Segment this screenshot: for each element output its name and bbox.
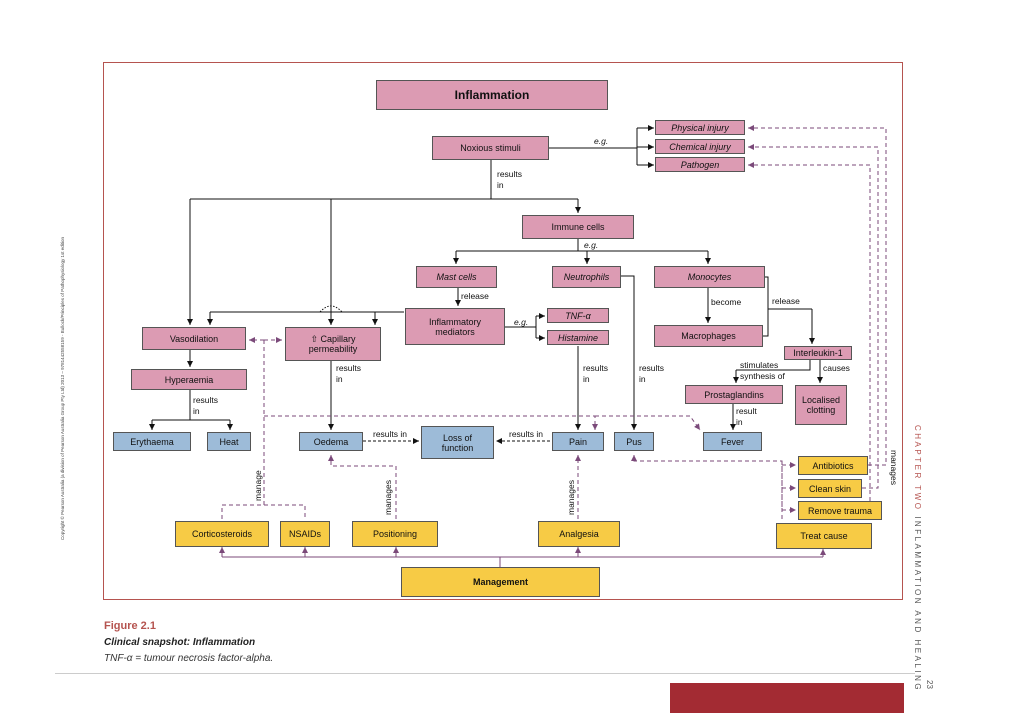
chapter-heading: CHAPTER TWO INFLAMMATION AND HEALING	[913, 425, 922, 692]
node-histamine: Histamine	[547, 330, 609, 345]
label-results-histamine: results	[583, 363, 609, 373]
label-results-in-pain: results in	[509, 429, 544, 439]
node-corticosteroids: Corticosteroids	[175, 521, 269, 547]
label-eg-mediators: e.g.	[514, 317, 529, 327]
node-physical-injury: Physical injury	[655, 120, 745, 135]
node-antibiotics: Antibiotics	[798, 456, 868, 475]
chapter-label: CHAPTER TWO	[913, 425, 922, 512]
footer-divider	[55, 673, 915, 674]
label-eg-immune: e.g.	[584, 240, 599, 250]
node-treat-cause: Treat cause	[776, 523, 872, 549]
node-analgesia: Analgesia	[538, 521, 620, 547]
label-become: become	[711, 297, 742, 307]
node-prostaglandins: Prostaglandins	[685, 385, 783, 404]
node-macrophages: Macrophages	[654, 325, 763, 347]
node-management: Management	[401, 567, 600, 597]
node-positioning: Positioning	[352, 521, 438, 547]
node-oedema: Oedema	[299, 432, 363, 451]
label-in-neutrophils: in	[639, 374, 646, 384]
chapter-title: INFLAMMATION AND HEALING	[913, 516, 922, 693]
figure-note: TNF-α = tumour necrosis factor-alpha.	[104, 653, 274, 664]
label-in-capillary: in	[336, 374, 343, 384]
node-pus: Pus	[614, 432, 654, 451]
figure-number: Figure 2.1	[104, 620, 156, 632]
node-inflammation: Inflammation	[376, 80, 608, 110]
node-monocytes: Monocytes	[654, 266, 765, 288]
node-vasodilation: Vasodilation	[142, 327, 246, 350]
node-nsaids: NSAIDs	[280, 521, 330, 547]
diagram-frame	[103, 62, 903, 600]
node-pain: Pain	[552, 432, 604, 451]
node-mast-cells: Mast cells	[416, 266, 497, 288]
copyright-text: Copyright © Pearson Australia (a divisio…	[60, 237, 65, 540]
label-manages-analgesia: manages	[566, 480, 576, 515]
label-manages-positioning: manages	[383, 480, 393, 515]
node-tnf-alpha: TNF-α	[547, 308, 609, 323]
node-heat: Heat	[207, 432, 251, 451]
label-results-neutrophils: results	[639, 363, 665, 373]
label-in-hyperaemia: in	[193, 406, 200, 416]
label-in-histamine: in	[583, 374, 590, 384]
node-fever: Fever	[703, 432, 762, 451]
label-in-prostaglandins: in	[736, 417, 743, 427]
node-neutrophils: Neutrophils	[552, 266, 621, 288]
label-manages-treat: manages	[889, 450, 899, 485]
page-number: 23	[925, 680, 934, 689]
node-pathogen: Pathogen	[655, 157, 745, 172]
node-clean-skin: Clean skin	[798, 479, 862, 498]
node-interleukin-1: Interleukin-1	[784, 346, 852, 360]
label-release-mast: release	[461, 291, 489, 301]
label-result: result	[736, 406, 757, 416]
label-results-capillary: results	[336, 363, 362, 373]
label-in-noxious: in	[497, 180, 504, 190]
label-release-monocytes: release	[772, 296, 800, 306]
node-noxious-stimuli: Noxious stimuli	[432, 136, 549, 160]
figure-title: Clinical snapshot: Inflammation	[104, 637, 256, 648]
node-immune-cells: Immune cells	[522, 215, 634, 239]
label-eg-stimuli: e.g.	[594, 136, 609, 146]
node-inflammatory-mediators: Inflammatory mediators	[405, 308, 505, 345]
node-erythaema: Erythaema	[113, 432, 191, 451]
node-chemical-injury: Chemical injury	[655, 139, 745, 154]
node-capillary-permeability: ⇧ Capillary permeability	[285, 327, 381, 361]
label-manage: manage	[253, 470, 263, 501]
node-localised-clotting: Localised clotting	[795, 385, 847, 425]
node-loss-of-function: Loss of function	[421, 426, 494, 459]
footer-decorative-bar	[670, 683, 904, 713]
node-remove-trauma: Remove trauma	[798, 501, 882, 520]
label-results-hyperaemia: results	[193, 395, 219, 405]
label-causes: causes	[823, 363, 850, 373]
node-hyperaemia: Hyperaemia	[131, 369, 247, 390]
label-synthesis-of: synthesis of	[740, 371, 785, 381]
label-results-noxious: results	[497, 169, 523, 179]
label-results-in-oedema: results in	[373, 429, 408, 439]
label-stimulates: stimulates	[740, 360, 779, 370]
